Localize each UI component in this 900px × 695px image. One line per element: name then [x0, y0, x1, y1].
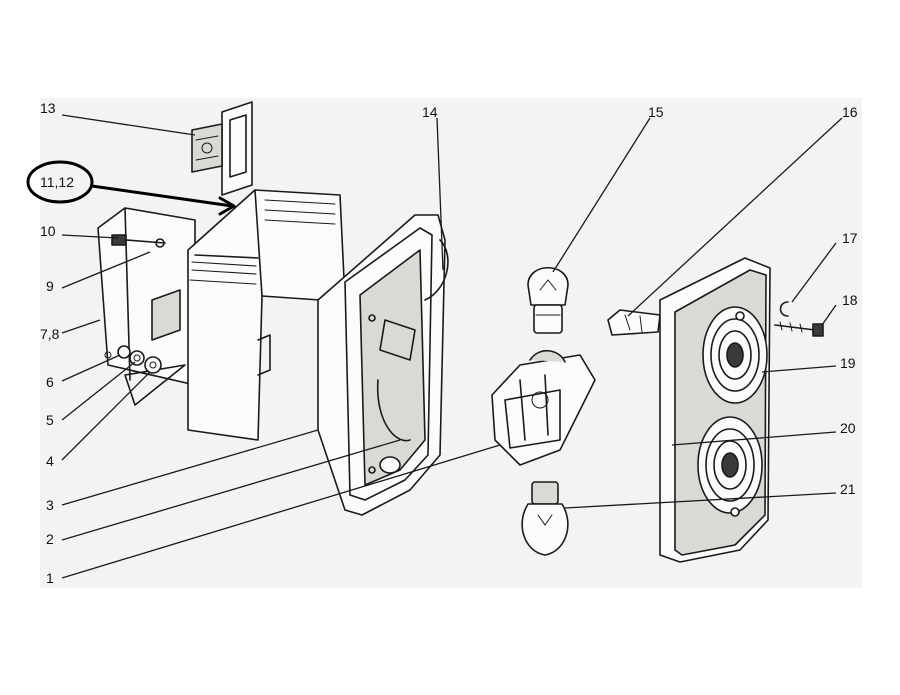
leader-lines: [61, 114, 843, 579]
label-20: 20: [840, 420, 856, 436]
part-labels: 13 11,12 10 9 7,8 6 5 4 3 2 1 14 15 16 1…: [40, 100, 858, 586]
highlight-arrow: [90, 184, 234, 208]
label-15: 15: [648, 104, 664, 120]
label-21: 21: [840, 481, 856, 497]
label-11-12: 11,12: [40, 174, 74, 190]
label-2: 2: [46, 531, 54, 547]
arrow-head: [218, 196, 236, 216]
label-7-8: 7,8: [40, 326, 60, 342]
label-9: 9: [46, 278, 54, 294]
label-14: 14: [422, 104, 438, 120]
housing-cover: [187, 189, 346, 441]
part-13-connector: [191, 101, 253, 196]
part-1-bulb-holder: [491, 350, 596, 466]
part-18-screw: [774, 321, 824, 337]
part-15-bulb: [527, 266, 569, 334]
part-4-5-6-washers: [117, 345, 162, 374]
part-3-lamp-body: [317, 214, 449, 516]
part-21-bulb: [521, 481, 569, 556]
label-6: 6: [46, 374, 54, 390]
label-4: 4: [46, 453, 54, 469]
part-17-washer: [779, 301, 789, 317]
label-13: 13: [40, 100, 56, 116]
part-16-clip: [607, 309, 661, 336]
label-10: 10: [40, 223, 56, 239]
label-5: 5: [46, 412, 54, 428]
highlight-11-12: [26, 160, 236, 216]
label-18: 18: [842, 292, 858, 308]
part-19-lens: [659, 257, 771, 563]
label-19: 19: [840, 355, 856, 371]
label-17: 17: [842, 230, 858, 246]
label-16: 16: [842, 104, 858, 120]
label-1: 1: [46, 570, 54, 586]
highlight-ellipse: [26, 160, 94, 204]
label-3: 3: [46, 497, 54, 513]
part-10-bolt: [111, 234, 166, 248]
